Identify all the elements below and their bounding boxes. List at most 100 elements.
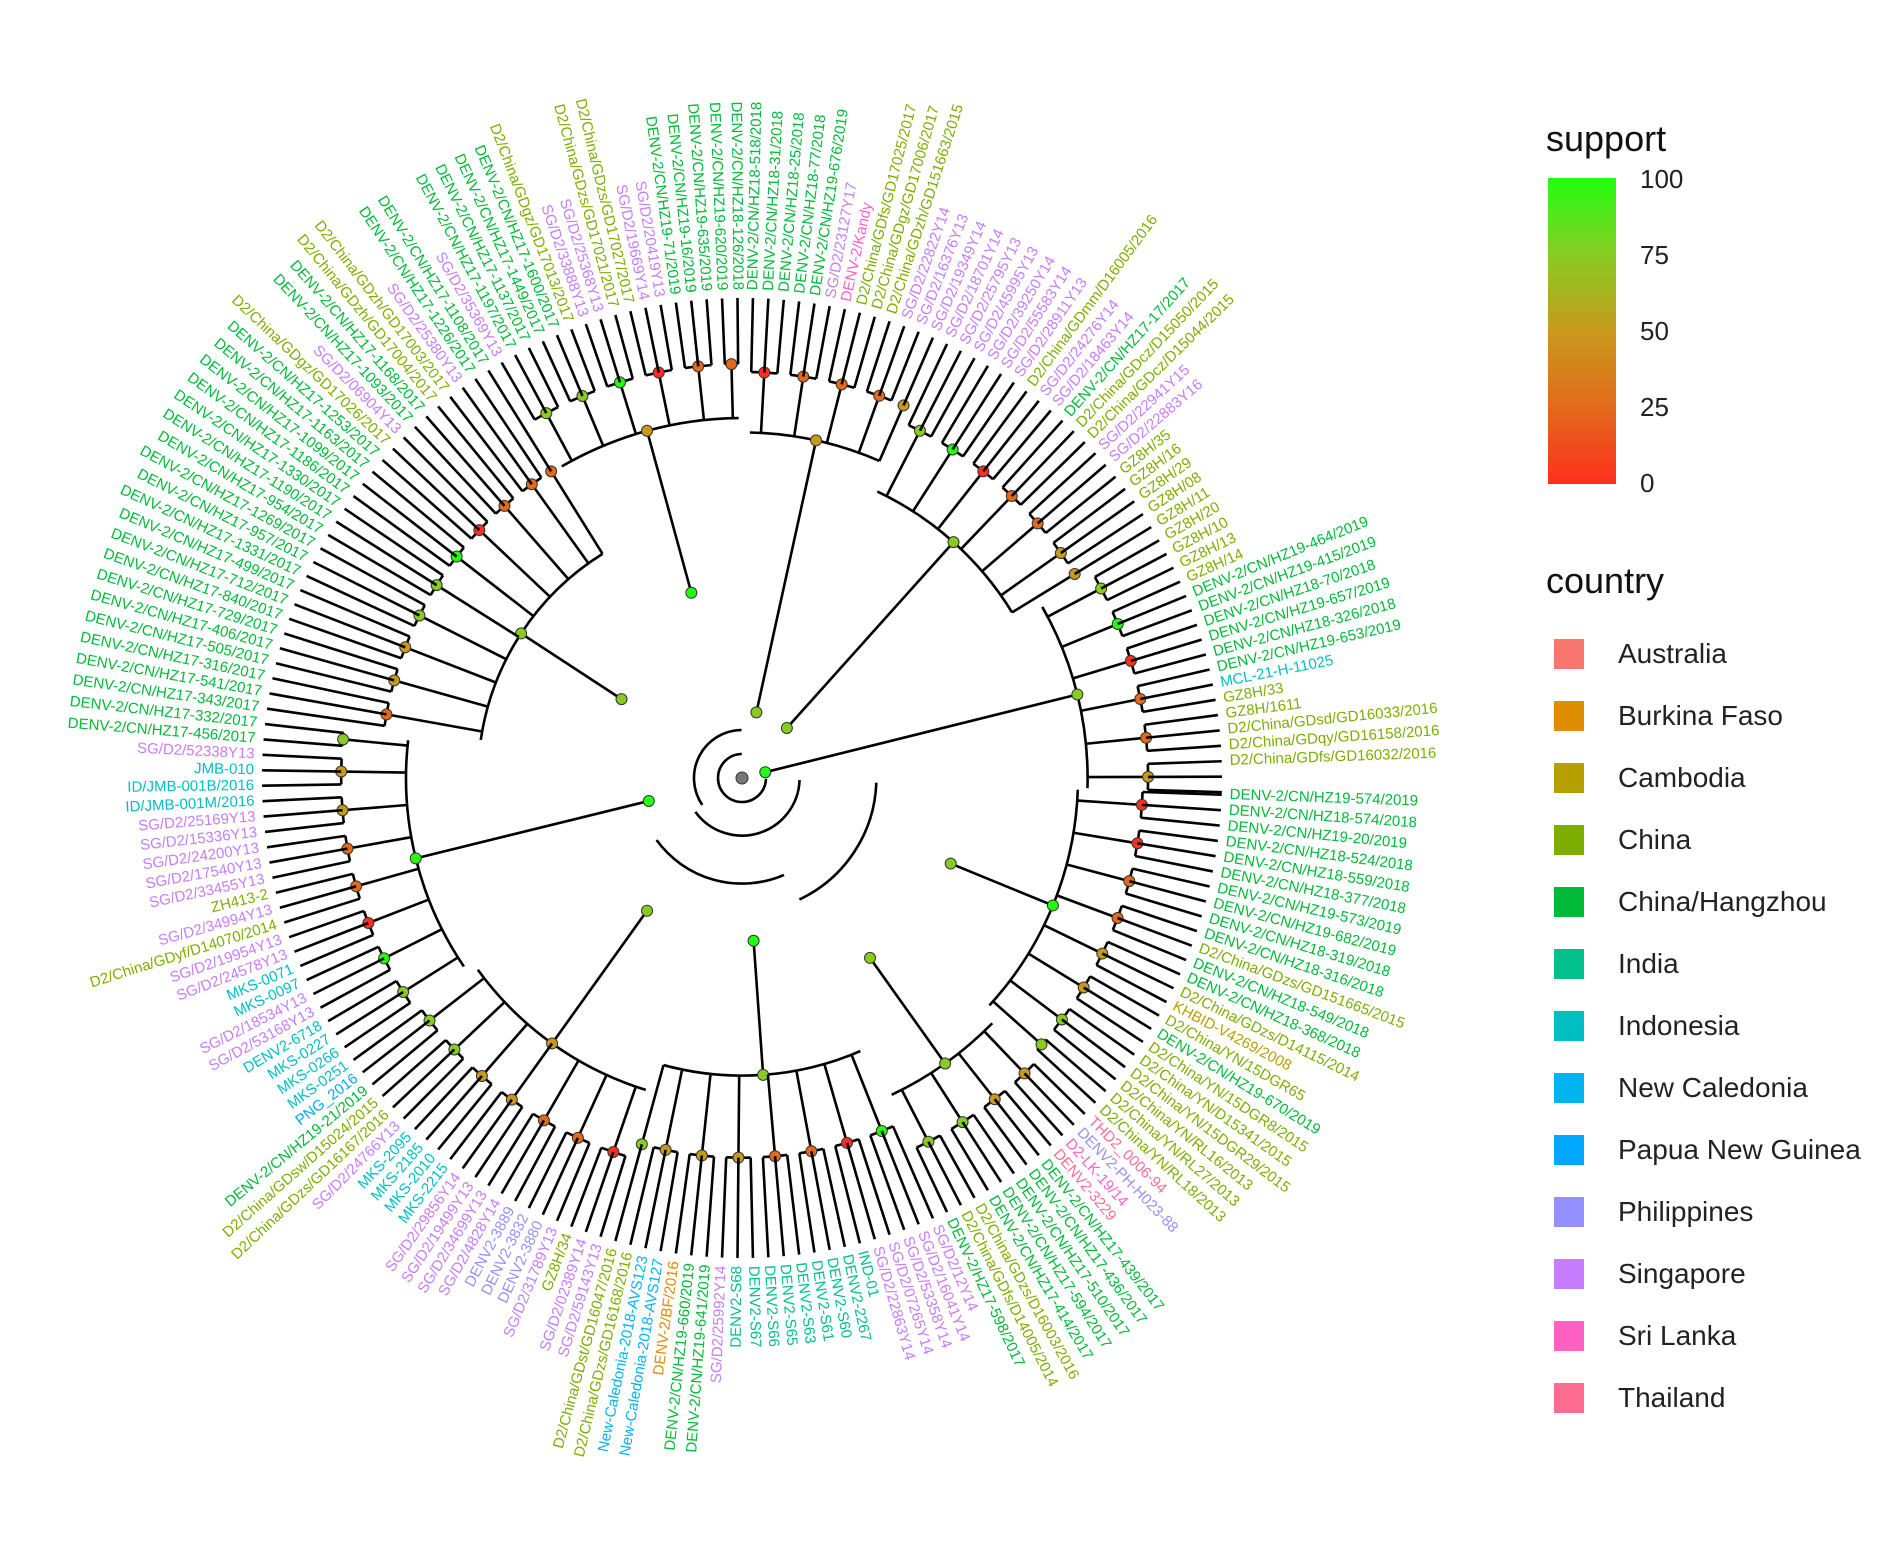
tree-branch	[629, 310, 647, 376]
tree-branch	[343, 507, 444, 577]
tree-branch	[1107, 940, 1181, 976]
tree-branch	[513, 354, 548, 414]
tree-branch	[283, 632, 398, 671]
tip-label: DENV2-S67	[745, 1266, 764, 1348]
tree-branch	[940, 365, 990, 444]
tree-branch	[1121, 904, 1198, 933]
tree-branch	[814, 305, 831, 379]
support-node	[337, 733, 350, 746]
tree-branch	[983, 1106, 1028, 1166]
tree-branch	[1128, 879, 1207, 903]
tree-branch	[720, 298, 727, 365]
tree-branch	[1089, 975, 1160, 1017]
tree-branch	[1132, 867, 1210, 888]
support-node	[810, 434, 823, 447]
tree-branch	[1047, 587, 1102, 618]
tree-branch	[1013, 1081, 1064, 1137]
country-label: Australia	[1618, 638, 1727, 669]
tree-branch	[737, 1075, 741, 1158]
tree-branch	[1147, 744, 1222, 753]
tree-branch	[1085, 736, 1147, 746]
tree-branch	[614, 1143, 644, 1242]
tree-branch	[474, 1106, 524, 1178]
tree-branch	[262, 768, 342, 773]
tree-branch	[1140, 683, 1214, 701]
tree-branch	[700, 1073, 712, 1156]
support-node	[409, 852, 422, 865]
support-tick-label: 100	[1640, 164, 1684, 194]
tree-branch	[306, 574, 415, 628]
support-node	[642, 794, 655, 807]
tree-branch	[327, 533, 432, 597]
support-tick-label: 25	[1640, 392, 1669, 422]
tree-branch	[415, 799, 650, 860]
tree-branch	[266, 707, 385, 728]
tree-branch	[857, 395, 881, 454]
tree-branch	[1101, 952, 1175, 990]
tree-branch	[840, 312, 862, 385]
tree-branch	[1044, 1038, 1107, 1093]
tree-branch	[907, 343, 949, 426]
country-legend-item: Indonesia	[1554, 1006, 1739, 1046]
tree-branch	[850, 1054, 883, 1132]
tree-branch	[262, 783, 342, 788]
tree-branch	[269, 692, 387, 716]
country-legend-item: Burkina Faso	[1554, 696, 1783, 736]
country-legend-item: Singapore	[1554, 1254, 1746, 1294]
country-legend-item: New Caledonia	[1554, 1068, 1808, 1108]
tree-branch	[845, 1142, 877, 1240]
tip-label: ID/JMB-001M/2016	[125, 793, 255, 816]
country-legend-item: Sri Lanka	[1554, 1316, 1736, 1356]
country-label: Papua New Guinea	[1618, 1134, 1861, 1165]
tree-branch	[1036, 463, 1107, 525]
tree-branch	[312, 957, 385, 996]
tree-branch	[730, 364, 735, 419]
tree-branch	[736, 298, 740, 365]
tree-branch	[576, 1074, 608, 1139]
tree-branch	[402, 1057, 465, 1120]
tree-branch	[355, 867, 419, 888]
tree-branch	[689, 1155, 704, 1256]
tree-branch	[327, 979, 398, 1023]
tree-branch	[272, 859, 351, 879]
tree-branch	[279, 885, 357, 909]
country-label: Sri Lanka	[1618, 1320, 1737, 1351]
tree-branch	[1122, 609, 1193, 638]
tree-branch	[1044, 475, 1117, 535]
tree-branch	[951, 373, 1003, 451]
tree-branch	[347, 835, 412, 850]
tree-branch	[541, 1137, 580, 1216]
tree-branch	[798, 1153, 816, 1253]
tree-branch	[645, 430, 693, 594]
tree-branch	[972, 390, 1028, 465]
tree-branch	[759, 372, 766, 433]
tree-branch	[1130, 638, 1202, 663]
tree-branch	[1112, 928, 1187, 962]
country-legend-item: India	[1554, 944, 1679, 984]
tree-branch	[983, 1030, 1026, 1075]
tree-branch	[1117, 594, 1187, 626]
tree-branch	[542, 1059, 580, 1122]
tree-branch	[402, 436, 489, 523]
country-label: Cambodia	[1618, 762, 1746, 793]
tree-branch	[418, 614, 507, 661]
tip-label: JMB-010	[194, 760, 254, 778]
tree-branch	[478, 529, 551, 598]
tree-branch	[659, 1151, 679, 1252]
tree-branch	[288, 617, 402, 660]
tree-branch	[288, 909, 365, 939]
tree-arc	[694, 779, 801, 837]
tree-branch	[1134, 653, 1207, 675]
tree-branch	[342, 738, 408, 747]
tree-branch	[810, 1151, 831, 1251]
tree-branch	[1072, 659, 1132, 680]
tree-branch	[352, 495, 451, 567]
country-swatch	[1554, 887, 1584, 917]
support-node	[388, 674, 401, 687]
tree-branch	[664, 1069, 684, 1151]
tree-branch	[865, 320, 891, 392]
tree-branch	[891, 1125, 935, 1219]
tree-branch	[437, 1083, 493, 1151]
country-legend-item: Cambodia	[1554, 758, 1746, 798]
tree-branch	[853, 316, 877, 389]
